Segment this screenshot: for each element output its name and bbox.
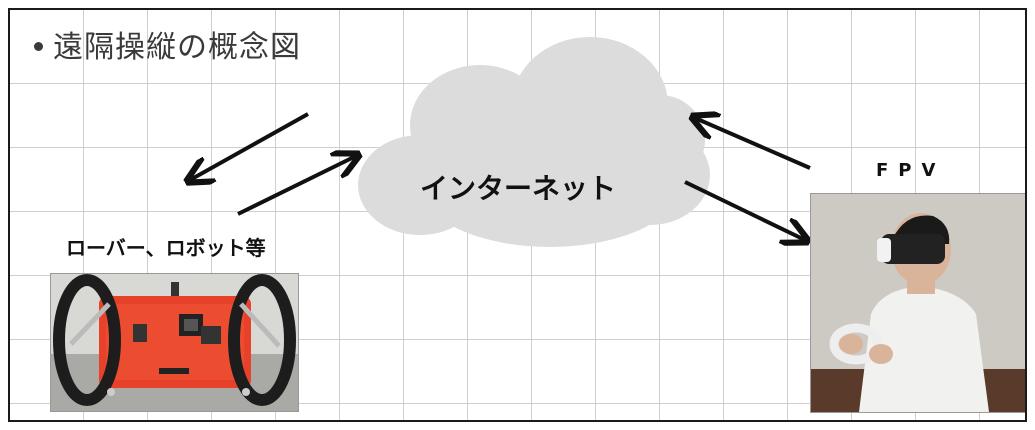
robot-label: ローバー、ロボット等 <box>66 236 266 260</box>
fpv-photo <box>810 193 1025 413</box>
bullet-icon <box>34 42 43 51</box>
arrow-icon-robot-in <box>237 156 356 216</box>
robot-photo <box>50 273 299 412</box>
cloud-icon <box>358 37 710 247</box>
page-title-text: 遠隔操縦の概念図 <box>53 30 301 65</box>
page-title: 遠隔操縦の概念図 <box>34 22 301 66</box>
arrow-icon-fpv-out <box>684 180 805 240</box>
arrow-icon-robot-out <box>190 112 309 180</box>
diagram-canvas <box>10 37 1027 247</box>
internet-label: インターネット <box>420 172 617 205</box>
fpv-label: FPV <box>876 160 946 181</box>
slide: 遠隔操縦の概念図 インターネット FPV ローバー、ロボット等 <box>8 8 1027 422</box>
arrow-icon-fpv-in <box>695 118 811 170</box>
